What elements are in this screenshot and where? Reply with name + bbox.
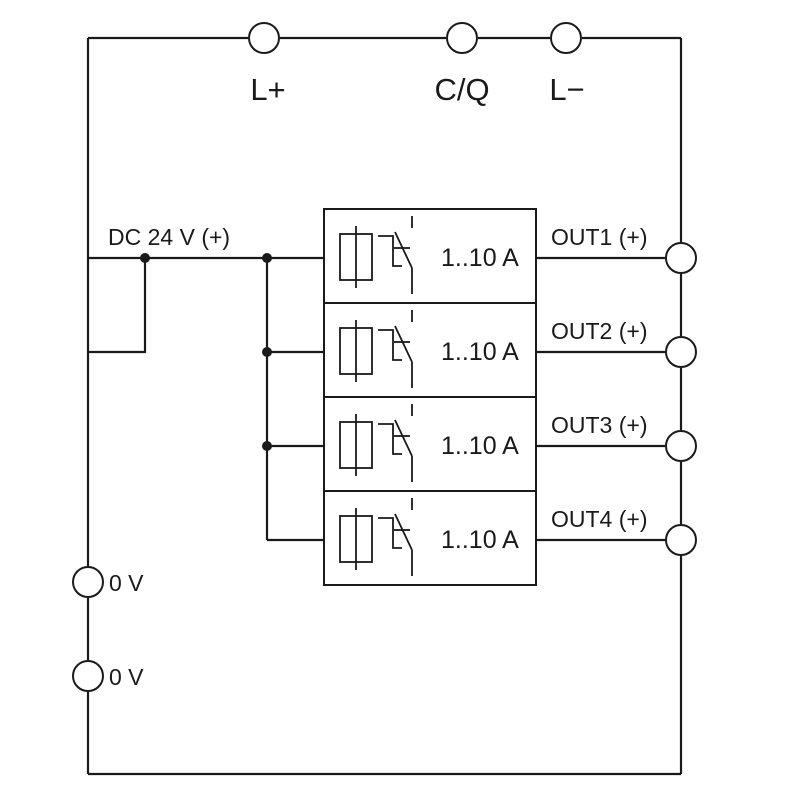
ground-label: 0 V <box>109 664 144 690</box>
terminal-0v-1 <box>72 566 104 598</box>
junction-dot <box>262 441 272 451</box>
fuse-switch-symbol <box>339 498 413 576</box>
output-wires <box>536 256 665 542</box>
top-terminals: L+ C/Q L− <box>248 22 585 107</box>
fuse-rating-label: 1..10 A <box>441 432 519 460</box>
output-label-out3: OUT3 (+) <box>551 412 647 438</box>
switch-stem <box>378 235 402 267</box>
fuse-switch-symbol <box>339 404 413 482</box>
wire-supply-loop <box>88 258 147 354</box>
fuse-switch-symbol <box>339 216 413 294</box>
frame-wires <box>86 36 683 776</box>
output-label-out1: OUT1 (+) <box>551 224 647 250</box>
ground-label: 0 V <box>109 570 144 596</box>
fuse-rating-label: 1..10 A <box>441 526 519 554</box>
output-terminals: OUT1 (+) OUT2 (+) OUT3 (+) OUT4 (+) <box>551 224 697 556</box>
switch-blade <box>394 513 413 551</box>
junction-dot <box>262 253 272 263</box>
terminal-l-minus <box>550 22 582 54</box>
terminal-out4 <box>665 524 697 556</box>
junction-dot <box>262 347 272 357</box>
switch-blade <box>394 419 413 457</box>
channel-modules: 1..10 A 1..10 A 1..10 A 1..10 A <box>323 208 537 586</box>
channel-module-4 <box>323 490 537 586</box>
fuse-rating-label: 1..10 A <box>441 338 519 366</box>
supply-label: DC 24 V (+) <box>108 224 230 250</box>
terminal-label-l-minus: L− <box>549 72 584 107</box>
switch-stem <box>378 517 402 549</box>
terminal-l-plus <box>248 22 280 54</box>
output-label-out2: OUT2 (+) <box>551 318 647 344</box>
switch-blade <box>394 325 413 363</box>
channel-module-3 <box>323 396 537 492</box>
terminal-0v-2 <box>72 660 104 692</box>
terminal-out1 <box>665 242 697 274</box>
fuse-switch-symbol <box>339 310 413 388</box>
switch-blade <box>394 231 413 269</box>
supply-wires <box>88 253 324 542</box>
switch-stem <box>378 329 402 361</box>
terminal-label-cq: C/Q <box>434 72 489 107</box>
terminal-label-l-plus: L+ <box>250 72 285 107</box>
terminal-out3 <box>665 430 697 462</box>
ground-terminals: 0 V 0 V <box>72 566 144 692</box>
output-label-out4: OUT4 (+) <box>551 506 647 532</box>
terminal-cq <box>446 22 478 54</box>
junction-dot <box>140 253 150 263</box>
switch-stem <box>378 423 402 455</box>
terminal-out2 <box>665 336 697 368</box>
fuse-rating-label: 1..10 A <box>441 244 519 272</box>
